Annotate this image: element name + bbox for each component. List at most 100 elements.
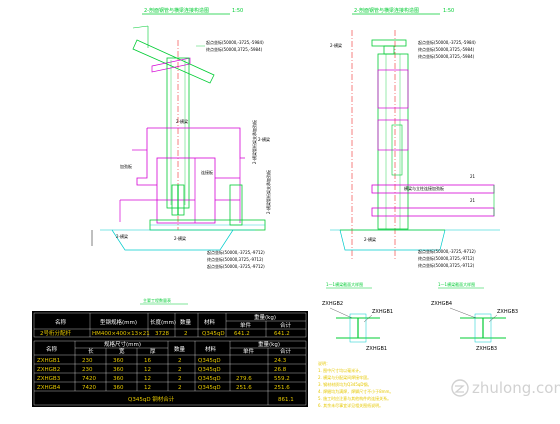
right-coord-start-bottom: 起点坐标(50000,-3725,-9712)	[418, 248, 476, 254]
right-view-scale: 1:50	[443, 8, 454, 14]
right-dim-2: 21	[470, 198, 476, 203]
t2-cell-r3-c6: 251.6	[236, 385, 252, 391]
t2-cell-r2-c4: 2	[178, 376, 182, 382]
t2-cell-r0-c0: ZXHGB1	[37, 358, 60, 364]
left-label-c: 2-横梁	[176, 118, 188, 124]
t1-h-length: 长度(mm)	[150, 318, 176, 326]
watermark-logo-icon	[451, 379, 469, 397]
bracket-plate	[151, 57, 191, 73]
t2-cell-r1-c5: Q345qD	[198, 367, 221, 373]
right-coord-end-bottom: 终点坐标(50000,3725,-9712)	[418, 255, 475, 261]
section-detail-1: 1—1横梁截面大样图 ZXHGB2 ZXHGB1 ZXHGB1	[322, 281, 393, 352]
watermark-logo-glyph	[454, 385, 465, 393]
t2-cell-r2-c6: 279.6	[236, 376, 252, 382]
t1-r0-qty: 2	[184, 331, 188, 337]
detail-2-tag-bottom: ZXHGB3	[476, 346, 497, 352]
section-detail-2: 1—1横梁截面大样图 ZXHGB4 ZXHGB3 ZXHGB3	[431, 281, 518, 352]
t1-r0-spec: HM400×400×13×21	[92, 331, 150, 337]
t2-h-weight-total: 合计	[280, 347, 292, 355]
left-note-weld: 加劲板	[120, 163, 132, 169]
inner-tube	[391, 124, 403, 176]
t2-h-name: 名称	[46, 345, 58, 353]
detail-1-tag-right: ZXHGB1	[372, 309, 393, 315]
frame-panel	[136, 128, 157, 186]
left-coord-start-bottom: 起点坐标(50000,-3725,-9712)	[207, 249, 265, 255]
watermark-text: zhulong.com	[472, 379, 560, 397]
t2-cell-r0-c5: Q345qD	[198, 358, 221, 364]
t2-cell-r2-c0: ZXHGB3	[37, 376, 61, 382]
stiffener-plate	[377, 69, 409, 109]
note-item: 6. 其余未尽事宜详见相关图纸说明。	[318, 402, 383, 408]
left-coord-end-bottom: 终点坐标(50000,3725,-9712)	[207, 256, 264, 262]
detail-1-tag-top: ZXHGB2	[322, 301, 343, 307]
leader-line	[488, 314, 498, 323]
section-box	[474, 313, 492, 343]
t2-cell-r1-c7: 26.8	[274, 367, 287, 373]
note-item: 4. 焊缝均为满焊，焊脚尺寸不小于8mm。	[318, 388, 393, 394]
leader-line	[329, 307, 353, 319]
left-coord-start-bottom: 起点坐标(50000,-3725,-9712)	[207, 263, 265, 269]
t2-cell-r1-c4: 2	[178, 367, 182, 373]
t2-cell-r0-c1: 230	[82, 358, 93, 364]
column-cap	[371, 39, 407, 47]
left-view-scale: 1:50	[232, 8, 243, 14]
detail-1-tag-bottom: ZXHGB1	[366, 346, 387, 352]
t2-cell-r3-c5: Q345qD	[198, 385, 221, 391]
right-beam-note: 横梁与立柱连接加劲板	[404, 185, 444, 191]
t2-cell-r0-c7: 24.3	[274, 358, 287, 364]
t2-cell-r3-c7: 251.6	[274, 385, 290, 391]
detail-2-title: 1—1横梁截面大样图	[438, 281, 475, 287]
left-coord-start-top: 起点坐标(50000,-3725,-5984)	[206, 39, 264, 45]
right-elevation-view: 2-剖面钢管与横梁连接构造图 1:50 起点坐标(50000,-3725,-59…	[330, 7, 500, 268]
inclined-member-edge	[132, 25, 149, 29]
frame-panel	[147, 127, 245, 159]
t2-cell-r1-c0: ZXHGB2	[37, 367, 60, 373]
t1-h-weight: 重量(kg)	[254, 313, 276, 321]
t2-footer-label: Q345qD 钢材合计	[128, 395, 175, 403]
table-2-grid	[33, 340, 307, 406]
leader-line	[363, 314, 373, 323]
left-note-plate: 连接板	[201, 169, 213, 175]
right-coord-end-top: 终点坐标(50000,3725,-5984)	[418, 46, 475, 52]
watermark: zhulong.com	[451, 379, 560, 397]
t2-cell-r0-c2: 360	[113, 358, 124, 364]
note-item: 5. 施工时应注意与其他构件的连接关系。	[318, 395, 391, 401]
left-note-side-1: 2-横梁管桁架支承加劲板	[251, 120, 257, 164]
left-view-title: 2-剖面钢管与横梁连接构造图	[144, 7, 209, 14]
t1-h-name: 名称	[55, 318, 67, 326]
t1-h-spec: 型钢规格(mm)	[100, 318, 137, 326]
t2-cell-r2-c7: 559.2	[274, 376, 290, 382]
t2-cell-r3-c3: 12	[144, 385, 151, 391]
left-label-b: 2-横梁	[174, 235, 186, 241]
stiffener-plate	[377, 119, 409, 151]
note-item: 1. 图中尺寸均以毫米计。	[318, 367, 363, 373]
section-box	[349, 313, 367, 343]
t2-cell-r3-c1: 7420	[82, 385, 96, 391]
leader-line	[449, 307, 477, 319]
note-item: 2. 横梁与分配梁间焊接牢固。	[318, 374, 371, 380]
t2-cell-r3-c4: 2	[178, 385, 182, 391]
left-label-a: 2-横梁	[116, 233, 128, 239]
t2-cell-r1-c1: 230	[82, 367, 93, 373]
t2-cell-r2-c2: 360	[113, 376, 124, 382]
t2-cell-r1-c2: 360	[113, 367, 124, 373]
t1-h-weight-unit: 单件	[240, 321, 252, 329]
t2-h-qty: 数量	[174, 345, 186, 353]
t2-cell-r2-c3: 12	[144, 376, 151, 382]
t1-h-qty: 数量	[180, 318, 192, 326]
t1-r0-weight-unit: 641.2	[234, 331, 250, 337]
notes-title: 说明：	[318, 360, 330, 366]
pile-cap	[339, 229, 446, 251]
lower-cross-beam	[371, 207, 495, 217]
quantity-table-area: 主要工程数量表 名称 型钢规格(mm) 长度(mm) 数量 材料 重量(kg) …	[32, 297, 308, 407]
detail-1-title: 1—1横梁截面大样图	[326, 281, 363, 287]
left-label-d: 2-横梁	[258, 136, 270, 142]
right-label-b: 2-横梁	[330, 42, 342, 48]
right-dim-1: 21	[470, 174, 476, 179]
t2-h-width: 宽	[119, 347, 125, 355]
t2-cell-r0-c3: 16	[144, 358, 151, 364]
t2-cell-r3-c2: 360	[113, 385, 124, 391]
t2-cell-r2-c1: 7420	[82, 376, 96, 382]
right-coord-end-bottom: 终点坐标(50000,3725,-9712)	[418, 262, 475, 268]
